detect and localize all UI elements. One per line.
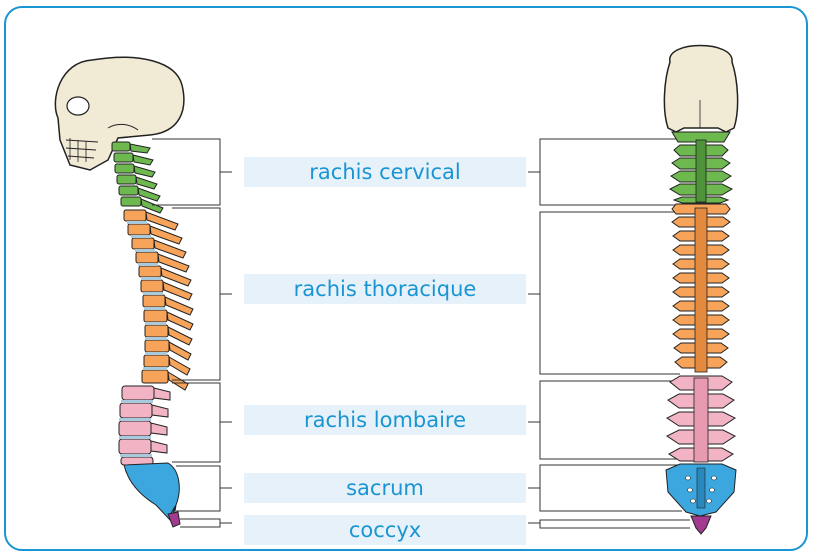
spine-posterior-view-icon bbox=[664, 46, 737, 535]
label-sacrum: sacrum bbox=[244, 473, 526, 503]
label-rachis-cervical: rachis cervical bbox=[244, 157, 526, 187]
coccyx-posterior bbox=[691, 516, 711, 534]
skull-posterior bbox=[664, 46, 737, 133]
coccyx-lateral bbox=[168, 512, 180, 527]
label-rachis-lombaire: rachis lombaire bbox=[244, 405, 526, 435]
sacrum-lateral bbox=[124, 463, 179, 520]
label-rachis-thoracique: rachis thoracique bbox=[244, 274, 526, 304]
spine-lateral-view-icon bbox=[55, 57, 193, 527]
label-coccyx: coccyx bbox=[244, 515, 526, 545]
